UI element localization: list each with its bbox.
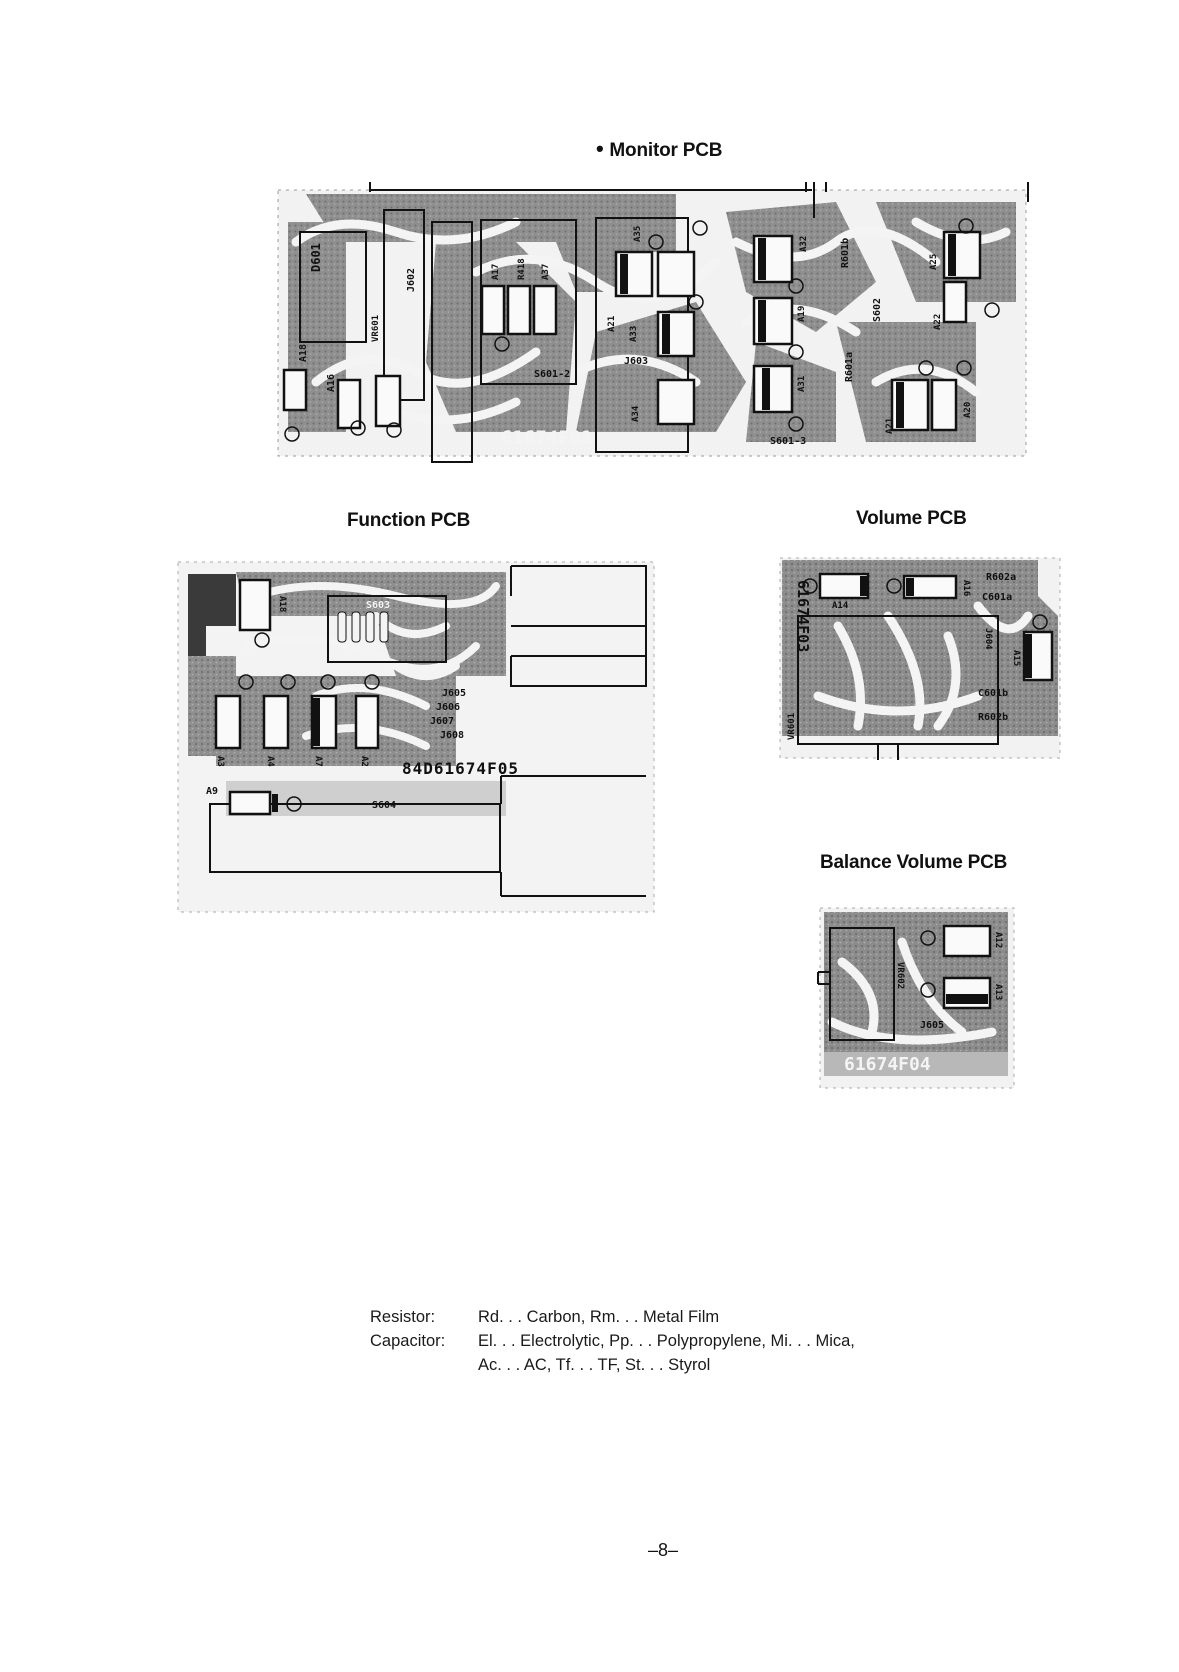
monitor-pcb-image: D601 A18 A16 VR601 J602 A17 R418 A37 A21… [276, 182, 1036, 464]
svg-text:S601-2: S601-2 [534, 369, 570, 380]
monitor-part-number: 61674F01 [501, 427, 593, 449]
svg-text:R601a: R601a [844, 352, 855, 382]
svg-text:A3: A3 [215, 756, 225, 767]
svg-text:A9: A9 [206, 786, 218, 797]
svg-text:J606: J606 [436, 702, 460, 713]
svg-text:J603: J603 [624, 356, 648, 367]
balance-volume-pcb-drawing: VR602 A12 A13 J605 61674F04 [817, 907, 1015, 1089]
svg-text:VR602: VR602 [895, 962, 905, 989]
svg-text:J605: J605 [442, 688, 466, 699]
function-pcb-drawing: S603 A18 A3 A4 A7 A2 J605 J606 J607 J608… [177, 561, 655, 913]
svg-text:D601: D601 [309, 243, 323, 272]
bullet-dot: • [596, 136, 610, 161]
svg-text:J602: J602 [406, 268, 417, 292]
svg-text:A17: A17 [491, 264, 501, 280]
svg-text:S604: S604 [372, 800, 396, 811]
volume-pcb-image: 61674F03 A14 A16 R602a C601a J604 A15 C6… [778, 556, 1064, 766]
function-pcb-title: Function PCB [347, 510, 471, 531]
svg-text:A21: A21 [885, 418, 895, 434]
svg-text:A19: A19 [797, 306, 807, 322]
svg-text:R601b: R601b [840, 238, 851, 268]
svg-text:A37: A37 [541, 264, 551, 280]
svg-text:C601a: C601a [982, 592, 1012, 603]
monitor-pcb-title: • Monitor PCB [596, 136, 722, 162]
svg-text:S602: S602 [872, 298, 883, 322]
monitor-pcb-drawing: D601 A18 A16 VR601 J602 A17 R418 A37 A21… [277, 182, 1029, 463]
svg-text:A7: A7 [313, 756, 323, 767]
svg-text:J608: J608 [440, 730, 464, 741]
volume-part-number: 61674F03 [794, 580, 812, 652]
function-pcb-image: S603 A18 A3 A4 A7 A2 J605 J606 J607 J608… [176, 556, 656, 916]
resistor-legend-value: Rd. . . Carbon, Rm. . . Metal Film [478, 1308, 720, 1326]
svg-text:S603: S603 [366, 600, 390, 611]
legend-spacer [370, 1353, 478, 1377]
svg-text:A18: A18 [298, 344, 309, 362]
resistor-legend-row: Resistor: Rd. . . Carbon, Rm. . . Metal … [370, 1305, 855, 1329]
page-number: –8– [648, 1540, 679, 1560]
resistor-legend-key: Resistor: [370, 1308, 436, 1326]
balance-volume-pcb-image: VR602 A12 A13 J605 61674F04 [812, 902, 1022, 1092]
capacitor-legend-key: Capacitor: [370, 1332, 446, 1350]
svg-text:J605: J605 [920, 1020, 944, 1031]
svg-text:A13: A13 [993, 984, 1003, 1000]
capacitor-legend-row: Capacitor: El. . . Electrolytic, Pp. . .… [370, 1329, 855, 1353]
svg-text:A34: A34 [631, 405, 641, 422]
balance-part-number: 61674F04 [844, 1054, 931, 1075]
capacitor-legend-value-1: El. . . Electrolytic, Pp. . . Polypropyl… [478, 1332, 855, 1350]
svg-text:C601b: C601b [978, 688, 1008, 699]
svg-text:S601-3: S601-3 [770, 436, 806, 447]
svg-text:J607: J607 [430, 716, 454, 727]
svg-text:A33: A33 [629, 326, 639, 342]
svg-text:R418: R418 [517, 258, 527, 280]
capacitor-legend-value-2: Ac. . . AC, Tf. . . TF, St. . . Styrol [478, 1356, 711, 1374]
svg-text:A15: A15 [1011, 650, 1021, 666]
capacitor-legend-row-2: Ac. . . AC, Tf. . . TF, St. . . Styrol [370, 1353, 855, 1377]
component-legend: Resistor: Rd. . . Carbon, Rm. . . Metal … [370, 1305, 855, 1377]
svg-text:A18: A18 [277, 596, 287, 612]
svg-text:A20: A20 [963, 402, 973, 418]
svg-text:A14: A14 [832, 601, 849, 611]
volume-pcb-title: Volume PCB [856, 508, 967, 529]
svg-text:A31: A31 [797, 376, 807, 392]
monitor-pcb-title-text: Monitor PCB [609, 140, 723, 161]
svg-text:R602a: R602a [986, 572, 1016, 583]
svg-text:A35: A35 [633, 226, 643, 242]
svg-text:VR601: VR601 [371, 315, 381, 342]
svg-text:J604: J604 [983, 628, 993, 650]
svg-text:A16: A16 [961, 580, 971, 596]
svg-text:A12: A12 [993, 932, 1003, 948]
svg-text:A21: A21 [607, 316, 617, 332]
svg-text:A16: A16 [326, 374, 337, 392]
svg-text:A25: A25 [929, 254, 939, 270]
svg-text:A4: A4 [265, 756, 275, 767]
svg-text:VR601: VR601 [787, 713, 797, 740]
balance-volume-pcb-title: Balance Volume PCB [820, 852, 1008, 873]
function-part-number: 84D61674F05 [402, 759, 519, 778]
svg-text:A32: A32 [799, 236, 809, 252]
svg-text:A2: A2 [359, 756, 369, 767]
volume-pcb-drawing: 61674F03 A14 A16 R602a C601a J604 A15 C6… [779, 557, 1061, 760]
svg-text:A22: A22 [933, 314, 943, 330]
svg-text:R602b: R602b [978, 712, 1008, 723]
